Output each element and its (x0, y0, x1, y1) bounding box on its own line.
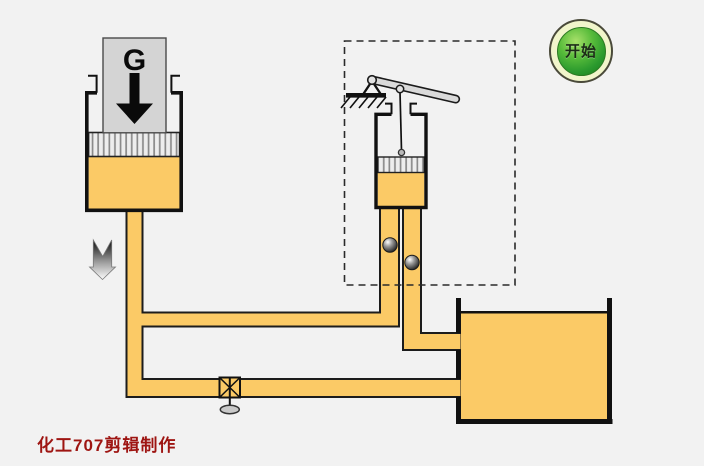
start-button-face: 开始 (556, 26, 606, 76)
motion-down-arrow-icon (88, 238, 117, 281)
weight-arrow-shaft (129, 73, 140, 105)
lever-pivot-pin (366, 74, 378, 86)
discharge-check-ball (404, 254, 420, 271)
press-cylinder-rim (88, 74, 180, 93)
tank-liquid (461, 311, 609, 421)
pump-liquid (377, 172, 425, 206)
suction-check-ball (382, 237, 398, 253)
press-cylinder-assembly: G (85, 37, 183, 213)
pump-discharge-pipe (402, 207, 463, 351)
pipe-network (125, 207, 463, 398)
start-button-label: 开始 (564, 42, 597, 60)
fixed-support-hatching (340, 96, 387, 109)
weight-arrow-head (116, 103, 153, 124)
pump-cylinder-wall (374, 112, 428, 210)
weight-label: G (123, 44, 146, 77)
press-liquid (88, 156, 180, 209)
piston-rod (399, 91, 403, 151)
weight-block: G (102, 37, 167, 134)
valve-handle[interactable] (219, 404, 241, 415)
reservoir-tank (456, 298, 613, 424)
pump-cylinder-rim (385, 102, 417, 115)
start-button[interactable]: 开始 (549, 19, 613, 83)
shutoff-valve[interactable] (218, 376, 241, 415)
pump-cylinder-assembly (374, 91, 428, 210)
lever-link-pin (395, 84, 405, 94)
credit-text: 化工707剪辑制作 (37, 436, 177, 455)
press-piston (87, 131, 181, 158)
press-cylinder-wall (85, 91, 183, 213)
pump-boundary-dashed-box (343, 40, 516, 286)
tank-walls (456, 298, 613, 424)
pump-piston (377, 156, 426, 174)
piston-rod-end (397, 148, 406, 157)
pump-lever-mechanism (340, 74, 461, 109)
